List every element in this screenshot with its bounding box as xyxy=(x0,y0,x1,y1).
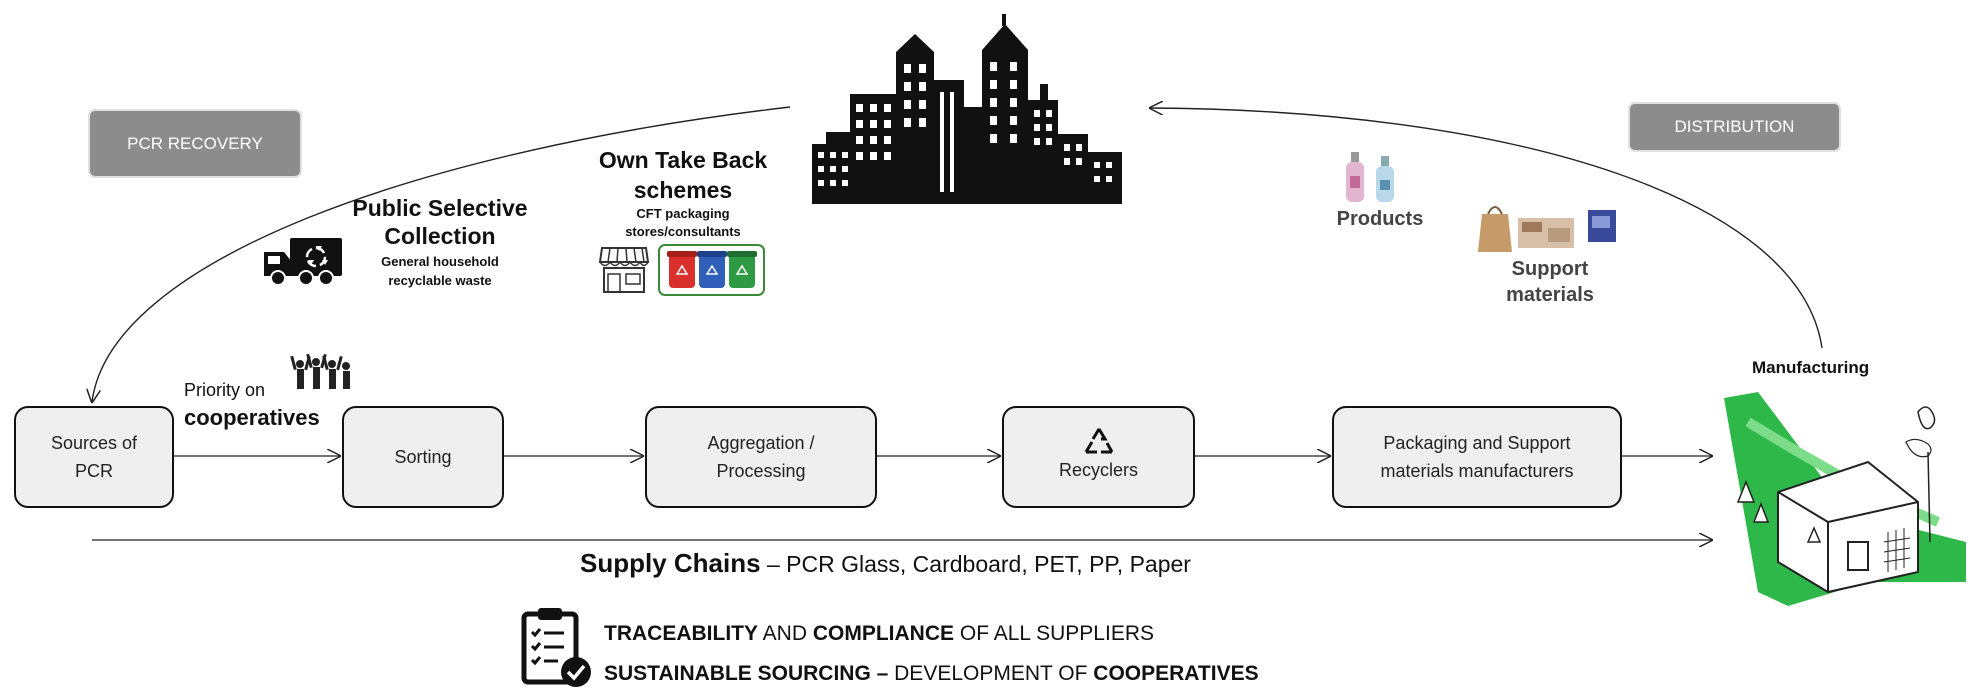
recycle-icon xyxy=(1084,427,1113,454)
takeback-subtitle: CFT packaging stores/consultants xyxy=(625,206,741,239)
pcr-recovery-label: PCR RECOVERY xyxy=(90,111,300,176)
public-collection-title: Public Selective Collection xyxy=(352,195,528,249)
store-icon xyxy=(598,247,650,293)
node-sources-of-pcr: Sources of PCR xyxy=(14,406,174,508)
public-collection-subtitle: General household recyclable waste xyxy=(381,254,499,288)
cooperatives-label: cooperatives xyxy=(184,405,320,430)
supply-chains-text: Supply Chains – PCR Glass, Cardboard, PE… xyxy=(580,548,1191,578)
manufacturing-label: Manufacturing xyxy=(1752,358,1870,377)
recovery-arc xyxy=(92,106,791,402)
recycling-bins-icon xyxy=(658,244,765,296)
support-materials-label: Support materials xyxy=(1506,258,1594,306)
commitment-sustainable-sourcing: SUSTAINABLE SOURCING – DEVELOPMENT OF CO… xyxy=(604,662,1259,685)
takeback-title: Own Take Back schemes xyxy=(598,147,768,203)
commitment-traceability: TRACEABILITY AND COMPLIANCE OF ALL SUPPL… xyxy=(604,622,1155,645)
people-cheering-icon xyxy=(290,354,350,389)
node-sorting: Sorting xyxy=(342,406,504,508)
node-aggregation-processing: Aggregation / Processing xyxy=(645,406,877,508)
takeback-block: Own Take Back schemes CFT packaging stor… xyxy=(568,145,798,241)
node-packaging-manufacturers: Packaging and Support materials manufact… xyxy=(1332,406,1622,508)
checklist-icon xyxy=(521,608,591,687)
distribution-label: DISTRIBUTION xyxy=(1630,104,1839,150)
public-collection-block: Public Selective Collection General hous… xyxy=(330,194,550,290)
priority-label: Priority on xyxy=(184,380,266,400)
node-recyclers: Recyclers xyxy=(1002,406,1195,508)
distribution-arc xyxy=(1150,108,1823,349)
factory-icon xyxy=(1724,392,1966,606)
products-icon xyxy=(1346,152,1394,202)
recycling-truck-icon xyxy=(264,238,342,286)
city-skyline-icon xyxy=(812,14,1122,204)
products-label: Products xyxy=(1336,208,1424,230)
support-materials-icon xyxy=(1478,206,1616,252)
